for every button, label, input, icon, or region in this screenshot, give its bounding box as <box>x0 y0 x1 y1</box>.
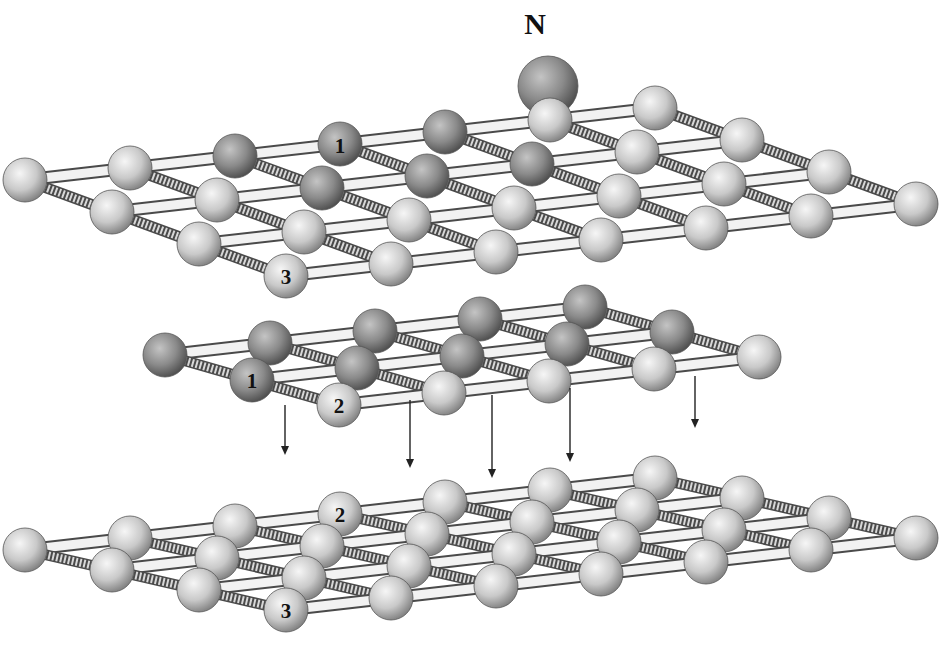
arrow-head <box>691 419 699 428</box>
atom-sphere <box>318 122 362 166</box>
atom-sphere <box>702 162 746 206</box>
atom-sphere <box>90 190 134 234</box>
arrow-head <box>406 459 414 468</box>
callout-number: 3 <box>281 267 292 288</box>
atom-sphere <box>720 118 764 162</box>
atom-sphere <box>789 194 833 238</box>
callout-number: 3 <box>281 601 292 622</box>
callout-number: 1 <box>335 136 346 157</box>
arrow-head <box>566 453 574 462</box>
atom-sphere <box>615 130 659 174</box>
atom-sphere <box>528 98 572 142</box>
atom-sphere <box>3 528 47 572</box>
atom-layer <box>3 56 938 298</box>
atom-sphere <box>369 576 413 620</box>
atom-sphere <box>317 383 361 427</box>
atom-sphere <box>492 186 536 230</box>
arrow-shaft <box>694 376 695 421</box>
atom-sphere <box>422 371 466 415</box>
arrow-shaft <box>569 388 570 455</box>
atom-sphere <box>894 516 938 560</box>
atom-sphere <box>213 134 257 178</box>
atom-sphere <box>195 178 239 222</box>
atom-sphere <box>3 158 47 202</box>
arrow-head <box>488 469 496 478</box>
displacement-arrows <box>281 376 699 478</box>
atom-sphere <box>579 218 623 262</box>
arrow-shaft <box>409 400 410 461</box>
atom-sphere <box>369 242 413 286</box>
atom-sphere <box>684 540 728 584</box>
atom-sphere <box>474 230 518 274</box>
atom-sphere <box>474 564 518 608</box>
atom-sphere <box>264 254 308 298</box>
atom-sphere <box>282 210 326 254</box>
callout-number: 2 <box>335 505 346 526</box>
atom-sphere <box>177 222 221 266</box>
atom-sphere <box>737 335 781 379</box>
atom-sphere <box>632 347 676 391</box>
atom-sphere <box>807 150 851 194</box>
atom-sphere <box>597 174 641 218</box>
atom-sphere <box>405 154 449 198</box>
atom-sphere <box>300 166 344 210</box>
atom-sphere <box>684 206 728 250</box>
atom-sphere <box>579 552 623 596</box>
element-symbol: N <box>524 9 546 39</box>
callout-number: 2 <box>334 396 345 417</box>
atom-sphere <box>90 548 134 592</box>
atom-sphere <box>143 333 187 377</box>
atom-sphere <box>108 146 152 190</box>
atom-layer <box>3 456 938 632</box>
atom-layer <box>143 285 781 427</box>
callout-number: 1 <box>247 371 258 392</box>
atom-sphere <box>230 358 274 402</box>
atom-sphere <box>177 568 221 612</box>
atom-sphere <box>894 182 938 226</box>
atom-layers <box>3 56 938 632</box>
atom-sphere <box>264 588 308 632</box>
atom-sphere <box>387 198 431 242</box>
arrow-shaft <box>491 395 492 471</box>
arrow-shaft <box>284 405 285 448</box>
atom-sphere <box>527 359 571 403</box>
arrow-head <box>281 446 289 455</box>
atom-sphere <box>510 142 554 186</box>
atom-sphere <box>423 110 467 154</box>
atom-sphere <box>789 528 833 572</box>
atom-sphere <box>633 86 677 130</box>
